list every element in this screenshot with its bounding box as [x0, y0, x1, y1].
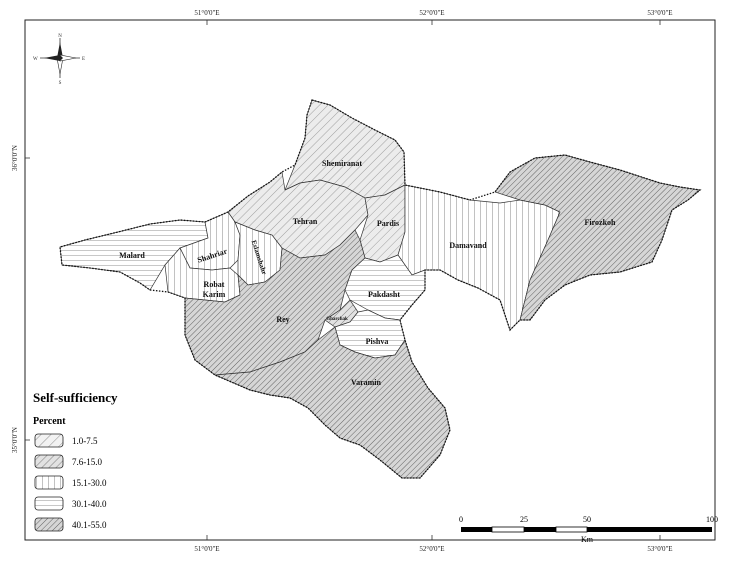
legend-swatch-4	[34, 496, 64, 511]
svg-text:N: N	[58, 34, 62, 39]
graticule-ticks	[25, 20, 661, 540]
coord-top-1: 51°0'0"E	[194, 9, 219, 17]
region-pakdasht[interactable]	[344, 254, 426, 321]
scale-tick-25: 25	[520, 515, 528, 524]
legend-subtitle: Percent	[33, 416, 66, 427]
coord-top-3: 53°0'0"E	[647, 9, 672, 17]
label-tehran: Tehran	[293, 217, 318, 226]
scale-tick-0: 0	[459, 515, 463, 524]
label-rey: Rey	[276, 315, 289, 324]
svg-text:S: S	[59, 81, 62, 86]
coord-left-1: 36°0'0"N	[11, 145, 19, 171]
label-damavand: Damavand	[449, 241, 487, 250]
coord-bottom-2: 52°0'0"E	[419, 545, 444, 553]
legend-label-2: 7.6-15.0	[72, 457, 102, 467]
label-robat: Robat	[204, 280, 225, 289]
label-gharchak: Gharchak	[326, 317, 348, 322]
legend-label-5: 40.1-55.0	[72, 520, 107, 530]
scale-tick-100: 100	[706, 515, 718, 524]
coord-top-2: 52°0'0"E	[419, 9, 444, 17]
legend-label-1: 1.0-7.5	[72, 436, 98, 446]
regions	[59, 99, 702, 479]
label-pardis: Pardis	[377, 219, 399, 228]
label-firozkoh: Firozkoh	[585, 218, 617, 227]
label-shemiranat: Shemiranat	[322, 159, 362, 168]
scale-bar: 0 25 50 100 Km	[459, 515, 718, 544]
legend-swatch-3	[34, 475, 64, 490]
legend: Self-sufficiency Percent 1.0-7.5 7.6-15.…	[33, 390, 118, 532]
label-varamin: Varamin	[351, 378, 381, 387]
label-malard: Malard	[119, 251, 145, 260]
legend-swatch-1	[34, 433, 64, 448]
legend-title: Self-sufficiency	[33, 390, 118, 405]
label-pishva: Pishva	[366, 337, 389, 346]
north-arrow-icon: N S E W	[33, 34, 85, 86]
coord-bottom-3: 53°0'0"E	[647, 545, 672, 553]
svg-text:E: E	[82, 57, 85, 62]
scale-unit: Km	[581, 535, 594, 544]
scale-tick-50: 50	[583, 515, 591, 524]
label-pakdasht: Pakdasht	[368, 290, 400, 299]
legend-swatch-2	[34, 454, 64, 469]
region-firozkoh[interactable]	[494, 154, 701, 321]
legend-label-3: 15.1-30.0	[72, 478, 107, 488]
legend-label-4: 30.1-40.0	[72, 499, 107, 509]
legend-swatch-5	[34, 517, 64, 532]
coord-bottom-1: 51°0'0"E	[194, 545, 219, 553]
label-karim: Karim	[203, 290, 226, 299]
svg-text:W: W	[33, 57, 38, 62]
coord-left-2: 35°0'0"N	[11, 427, 19, 453]
